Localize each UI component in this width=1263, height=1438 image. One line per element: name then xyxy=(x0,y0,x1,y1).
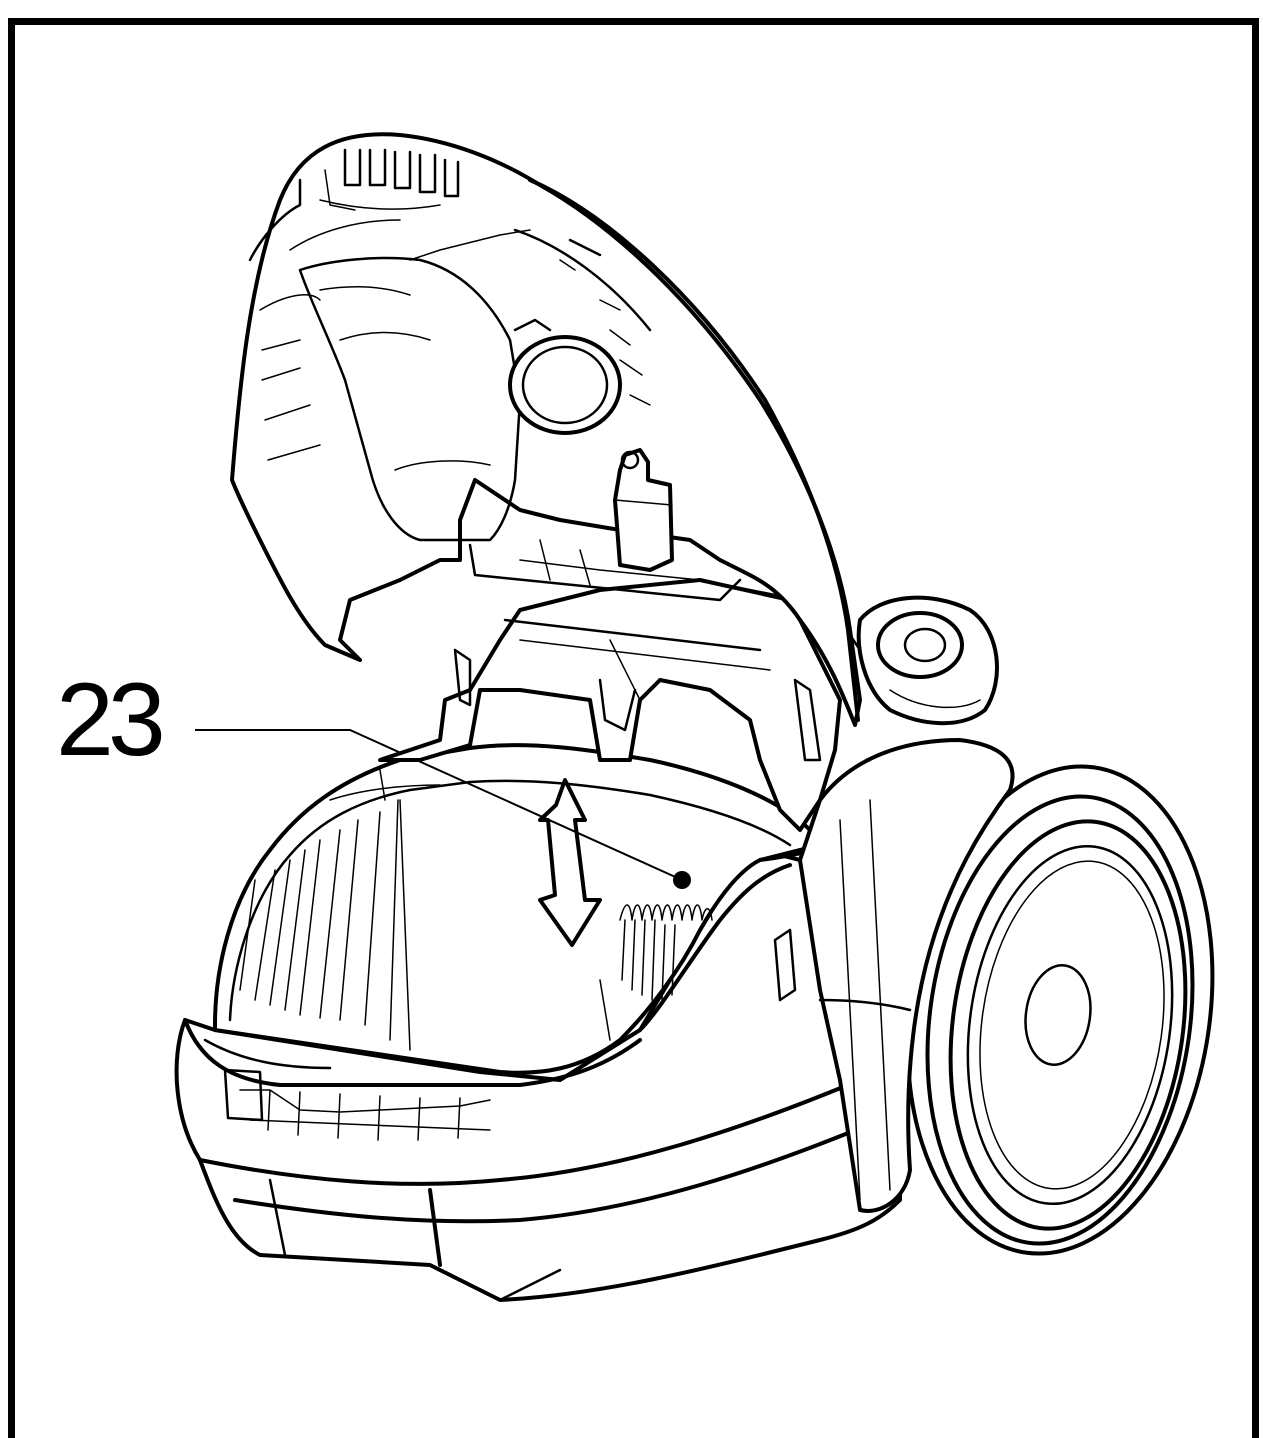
lid-filter-holder xyxy=(613,448,674,572)
side-panel xyxy=(773,738,1015,1213)
open-lid xyxy=(230,132,862,727)
dust-compartment xyxy=(213,743,822,1075)
callout-number: 23 xyxy=(56,662,166,778)
bin-spring-filter xyxy=(619,904,713,1001)
bin-left-ribs xyxy=(239,799,399,1041)
up-down-arrow-icon xyxy=(538,778,602,947)
callout-leader xyxy=(195,729,691,889)
front-grille xyxy=(223,1068,491,1141)
lid-round-port xyxy=(508,318,622,435)
figure-frame xyxy=(8,18,1259,1438)
hinge-posts xyxy=(379,648,822,801)
power-knob xyxy=(856,595,999,726)
lid-teeth xyxy=(319,148,460,211)
rear-housing xyxy=(378,578,999,832)
canister-body xyxy=(174,848,902,1302)
rear-wheel xyxy=(905,764,1215,1256)
